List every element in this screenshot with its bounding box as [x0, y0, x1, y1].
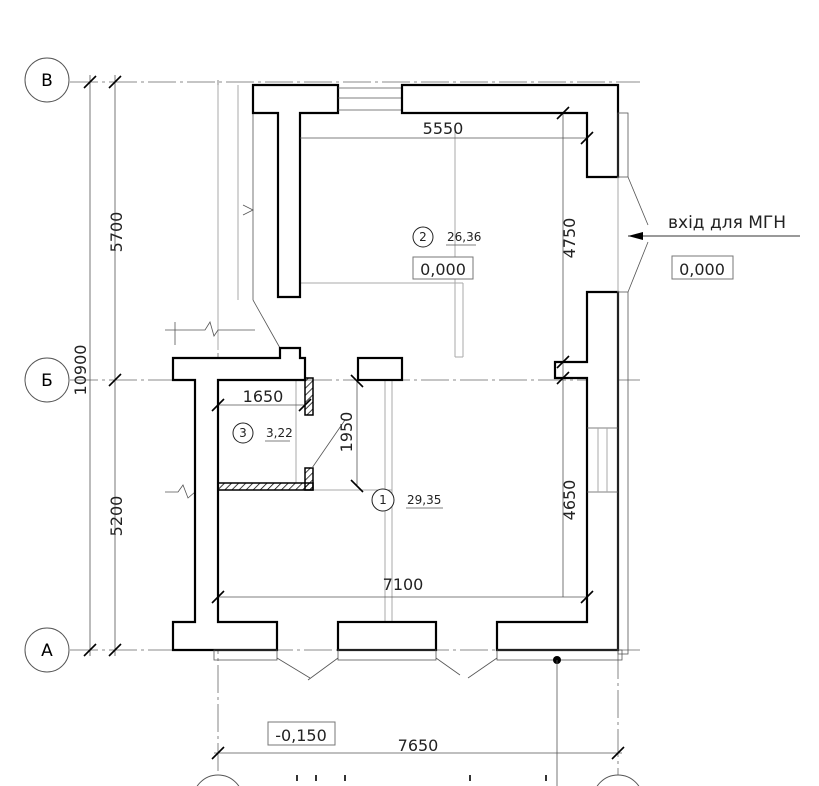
dim-room1-height: 4650	[560, 480, 579, 521]
axis-label: Б	[41, 371, 53, 391]
axis-marker-1	[196, 774, 240, 786]
dim-room2-height: 4750	[560, 218, 579, 259]
room-2-label: 2 26,36 0,000	[412, 226, 481, 280]
axis-label: А	[41, 641, 53, 661]
axis-marker-2	[596, 774, 640, 786]
dim-building-width: 7650	[398, 736, 439, 755]
walls	[171, 83, 620, 652]
entrance-marker: вхід для МГН 0,000	[628, 213, 800, 280]
axis-marker-v: В	[24, 57, 70, 103]
outside-level: -0,150	[267, 721, 336, 746]
room-number: 1	[379, 493, 387, 507]
room-area: 26,36	[447, 230, 481, 244]
dim-total-height: 10900	[71, 345, 90, 396]
room-area: 3,22	[266, 426, 293, 440]
axis-label: В	[41, 71, 53, 91]
axis-marker-a: А	[24, 627, 70, 673]
outside-level-value: -0,150	[275, 726, 327, 745]
arrow-icon	[628, 232, 643, 240]
axis-marker-b: Б	[24, 357, 70, 403]
room-1-label: 1 29,35	[371, 488, 443, 512]
dim-lower-height: 5200	[107, 496, 126, 537]
room-number: 3	[239, 426, 247, 440]
dim-upper-height: 5700	[107, 212, 126, 253]
dim-room2-width: 5550	[423, 119, 464, 138]
dim-room3-height: 1950	[337, 412, 356, 453]
room-area: 29,35	[407, 493, 441, 507]
room-number: 2	[419, 230, 427, 244]
room-3-label: 3 3,22	[232, 422, 293, 444]
room-dimensions: 5550 4750 4650 7100 1650 1950 7650	[211, 106, 625, 760]
bottom-ticks	[296, 775, 547, 781]
vertical-dimensions: 10900 5700 5200	[71, 75, 126, 657]
openings	[213, 112, 649, 786]
dim-room3-width: 1650	[243, 387, 284, 406]
entrance-label: вхід для МГН	[668, 213, 786, 233]
dim-room1-width: 7100	[383, 575, 424, 594]
room-level: 0,000	[420, 260, 466, 279]
entrance-level: 0,000	[679, 260, 725, 279]
